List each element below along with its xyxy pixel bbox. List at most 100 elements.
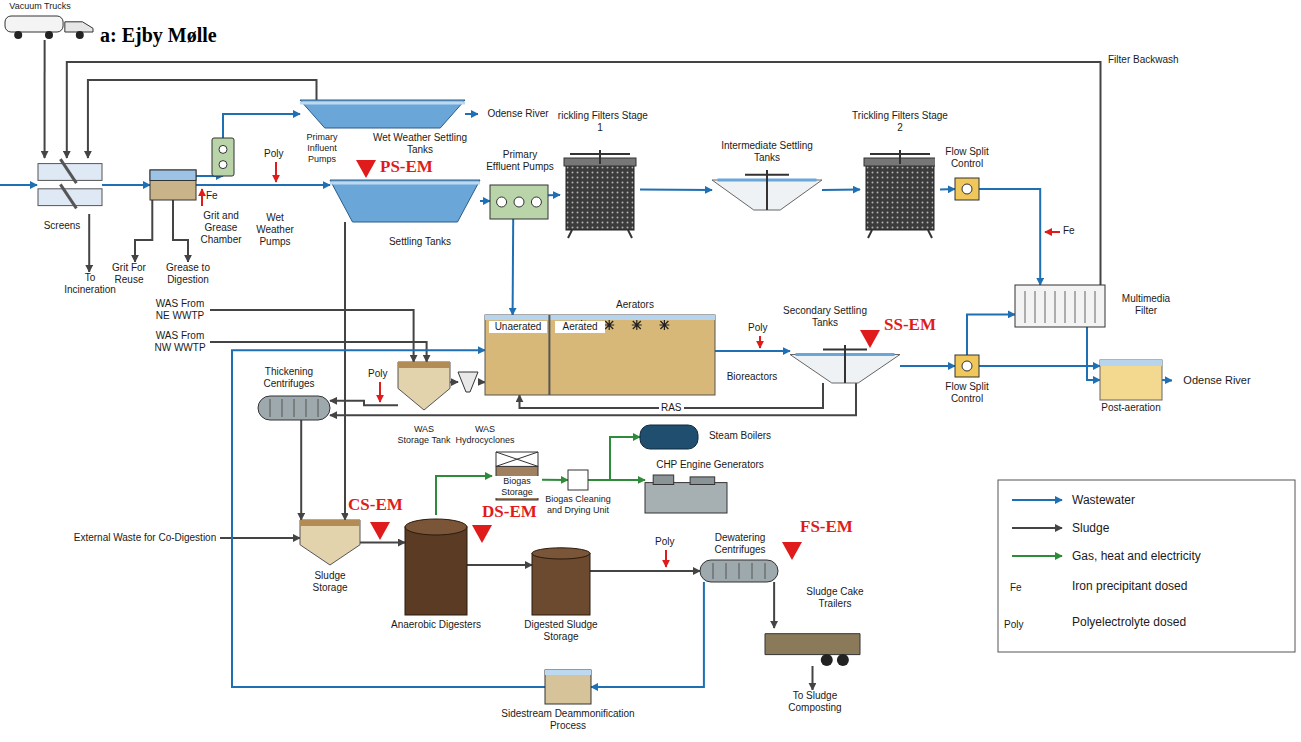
sampling-marker — [782, 542, 802, 560]
sampling-marker — [472, 525, 492, 543]
unit-label: WAS From NW WWTP — [150, 330, 210, 354]
engine-part — [653, 475, 674, 485]
process-unit: Thickening Centrifuges — [258, 396, 330, 420]
unit-label: Wet Weather Pumps — [250, 212, 300, 248]
influent-line — [0, 184, 37, 186]
settling-tank — [300, 100, 465, 128]
wastewater-line — [480, 200, 490, 202]
unit-illustration — [955, 178, 979, 200]
filter-element — [1075, 291, 1076, 323]
water-surface — [300, 102, 465, 105]
legend-sample — [1012, 499, 1062, 501]
legend-entry: Sludge — [1072, 521, 1222, 535]
unit-label: Biogas Cleaning and Drying Unit — [543, 494, 613, 516]
unit-label: Settling Tanks — [380, 236, 460, 248]
sampling-point-label: PS-EM — [380, 158, 433, 176]
process-unit: Vacuum Trucks — [5, 14, 93, 40]
aerator-symbol — [632, 320, 642, 330]
truck-wheel — [14, 31, 22, 39]
filter-element — [1065, 291, 1066, 323]
sludge-line — [773, 582, 775, 628]
sludge-line — [590, 570, 700, 572]
pump-symbol — [497, 197, 507, 207]
process-unit: WAS Storage Tank — [398, 362, 450, 410]
unit-label: Biogas Storage — [494, 476, 540, 498]
unit-label: WAS From NE WWTP — [150, 298, 210, 322]
unit-label: Wet Weather Settling Tanks — [370, 132, 470, 156]
dosing-arrow — [665, 550, 667, 567]
valve-symbol — [962, 361, 972, 371]
dosing-arrow — [379, 382, 381, 402]
unit-illustration — [490, 185, 548, 219]
filter-leg — [868, 230, 872, 238]
pump-symbol — [219, 161, 227, 169]
filter-element — [1055, 291, 1056, 323]
wastewater-line — [900, 365, 955, 367]
text-node: WAS From NE WWTP — [150, 298, 210, 322]
sampling-point-label: CS-EM — [348, 496, 403, 514]
legend-entry: Polyelectrolyte dosed — [1072, 615, 1222, 629]
sludge-line — [67, 62, 1101, 285]
unit-illustration — [300, 520, 360, 565]
engine-part — [690, 477, 715, 485]
drum-rib — [282, 399, 283, 417]
annotation: Fe — [1063, 225, 1075, 237]
filter-element — [1095, 291, 1096, 323]
sludge-line — [467, 564, 532, 566]
water-surface — [545, 670, 591, 675]
process-unit: Dewatering Centrifuges — [700, 560, 778, 582]
filter-leg — [568, 230, 572, 238]
unit-illustration — [258, 396, 330, 420]
diagram-title: a: Ejby Mølle — [100, 24, 217, 47]
trailer-wheel — [821, 654, 833, 666]
trailer-bed — [765, 634, 860, 655]
sludge-line — [210, 310, 414, 362]
aerator-symbol — [659, 320, 669, 330]
text-node: WAS From NW WWTP — [150, 330, 210, 354]
hopper-tank — [398, 362, 450, 410]
process-unit: Multimedia Filter — [1015, 285, 1105, 327]
unit-label: Post-aeration — [1096, 402, 1166, 414]
unit-label: Sludge Cake Trailers — [805, 586, 865, 610]
centrifuge-drum — [700, 560, 778, 582]
process-unit: Grit and Grease Chamber — [150, 170, 196, 200]
process-unit: Screens — [38, 158, 102, 214]
water-surface — [150, 170, 196, 181]
process-unit: Sludge Cake Trailers — [765, 628, 860, 666]
wastewater-line — [1087, 327, 1100, 380]
digester-tank — [532, 553, 590, 615]
text-node: Grease to Digestion — [160, 262, 216, 286]
process-unit: Biogas Cleaning and Drying Unit — [568, 470, 588, 490]
sampling-point-label: FS-EM — [800, 518, 853, 536]
gas-line — [588, 437, 640, 480]
process-unit: Trickling Filters Stage 2 — [860, 150, 940, 238]
dosing-arrow — [275, 162, 277, 182]
unit-illustration — [150, 170, 196, 200]
wastewater-line — [196, 184, 330, 186]
unit-illustration — [458, 372, 478, 392]
drum-rib — [294, 399, 295, 417]
distributor — [899, 150, 901, 164]
post-aeration-basin — [1100, 360, 1162, 400]
annotation: Filter Backwash — [1108, 54, 1179, 66]
screen-rake — [60, 184, 76, 208]
digester-dome — [532, 548, 590, 559]
wastewater-line — [979, 365, 1100, 367]
distributor-arm — [870, 153, 930, 155]
gas-line — [542, 479, 568, 481]
text-node: To Sludge Composting — [780, 690, 850, 714]
unit-illustration — [300, 100, 465, 128]
unit-label: Bioreactors — [721, 371, 783, 383]
sludge-line — [300, 420, 302, 520]
unit-label: Sludge Storage — [300, 570, 360, 594]
process-unit: Post-aeration — [1100, 360, 1162, 400]
text-node: Odense River — [1172, 374, 1262, 387]
engine-block — [645, 483, 727, 513]
dosing-arrow — [759, 336, 761, 348]
unit-illustration — [700, 560, 778, 582]
dosing-arrow — [201, 189, 203, 206]
wastewater-line — [822, 189, 860, 191]
process-unit: Digested Sludge Storage — [532, 545, 590, 615]
valve-symbol — [962, 184, 972, 194]
grit-chamber — [150, 170, 196, 200]
